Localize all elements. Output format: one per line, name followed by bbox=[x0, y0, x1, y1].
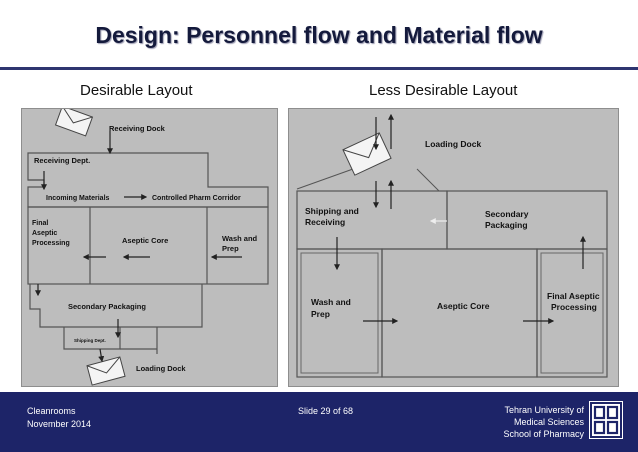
right-caption: Less Desirable Layout bbox=[369, 82, 518, 99]
footer-bar bbox=[0, 392, 638, 452]
wash-and-prep-label-1: Wash and bbox=[311, 297, 351, 307]
receiving-dept-label: Receiving Dept. bbox=[34, 156, 90, 165]
final-aseptic-room bbox=[536, 248, 608, 378]
wash-and-prep-label-2: Prep bbox=[222, 244, 239, 253]
footer-university-2: Medical Sciences bbox=[513, 417, 584, 427]
final-aseptic-label-1: Final bbox=[32, 220, 48, 227]
final-aseptic-label-2: Processing bbox=[551, 302, 597, 312]
shipping-receiving-label-2: Receiving bbox=[305, 217, 345, 227]
footer-university-3: School of Pharmacy bbox=[503, 429, 584, 439]
loading-dock-truck-icon bbox=[86, 356, 126, 386]
desirable-layout-diagram: Receiving Dock Receiving Dept. Incoming … bbox=[21, 105, 278, 387]
title-divider bbox=[0, 67, 638, 70]
secondary-packaging-label-1: Secondary bbox=[485, 209, 529, 219]
slide-number: Slide 29 of 68 bbox=[298, 406, 354, 416]
desirable-layout-svg: Receiving Dock Receiving Dept. Incoming … bbox=[27, 105, 269, 386]
aseptic-core-label: Aseptic Core bbox=[122, 236, 168, 245]
loading-dock-label: Loading Dock bbox=[425, 139, 481, 149]
less-desirable-layout-diagram: Loading Dock Shipping and Receiving Seco… bbox=[288, 108, 619, 387]
slide-title: Design: Personnel flow and Material flow bbox=[95, 22, 543, 48]
final-aseptic-label-2: Aseptic bbox=[32, 230, 57, 237]
shipping-receiving-label-1: Shipping and bbox=[305, 206, 359, 216]
less-desirable-layout-svg: Loading Dock Shipping and Receiving Seco… bbox=[296, 113, 608, 378]
loading-dock-truck-icon bbox=[342, 132, 392, 176]
processing-block bbox=[27, 206, 269, 285]
controlled-pharm-corridor-label: Controlled Pharm Corridor bbox=[152, 195, 241, 202]
wash-and-prep-label-1: Wash and bbox=[222, 234, 258, 243]
university-logo-icon bbox=[589, 401, 623, 439]
left-caption: Desirable Layout bbox=[80, 82, 193, 99]
footer-course: Cleanrooms bbox=[27, 406, 76, 416]
wash-prep-room bbox=[296, 248, 383, 378]
incoming-materials-label: Incoming Materials bbox=[46, 195, 110, 202]
final-aseptic-label-3: Processing bbox=[32, 240, 70, 247]
aseptic-core-label: Aseptic Core bbox=[437, 301, 490, 311]
loading-dock-label: Loading Dock bbox=[136, 364, 186, 373]
final-aseptic-label-1: Final Aseptic bbox=[547, 291, 600, 301]
footer-date: November 2014 bbox=[27, 419, 92, 429]
receiving-dock-label: Receiving Dock bbox=[109, 124, 166, 133]
footer-university-1: Tehran University of bbox=[504, 405, 584, 415]
aseptic-core-room bbox=[381, 248, 538, 378]
shipping-dept-label: Shipping Dept. bbox=[74, 338, 106, 343]
secondary-packaging-label-2: Packaging bbox=[485, 220, 528, 230]
secondary-packaging-label: Secondary Packaging bbox=[68, 302, 146, 311]
receiving-dock-truck-icon bbox=[54, 105, 94, 137]
wash-and-prep-label-2: Prep bbox=[311, 309, 330, 319]
